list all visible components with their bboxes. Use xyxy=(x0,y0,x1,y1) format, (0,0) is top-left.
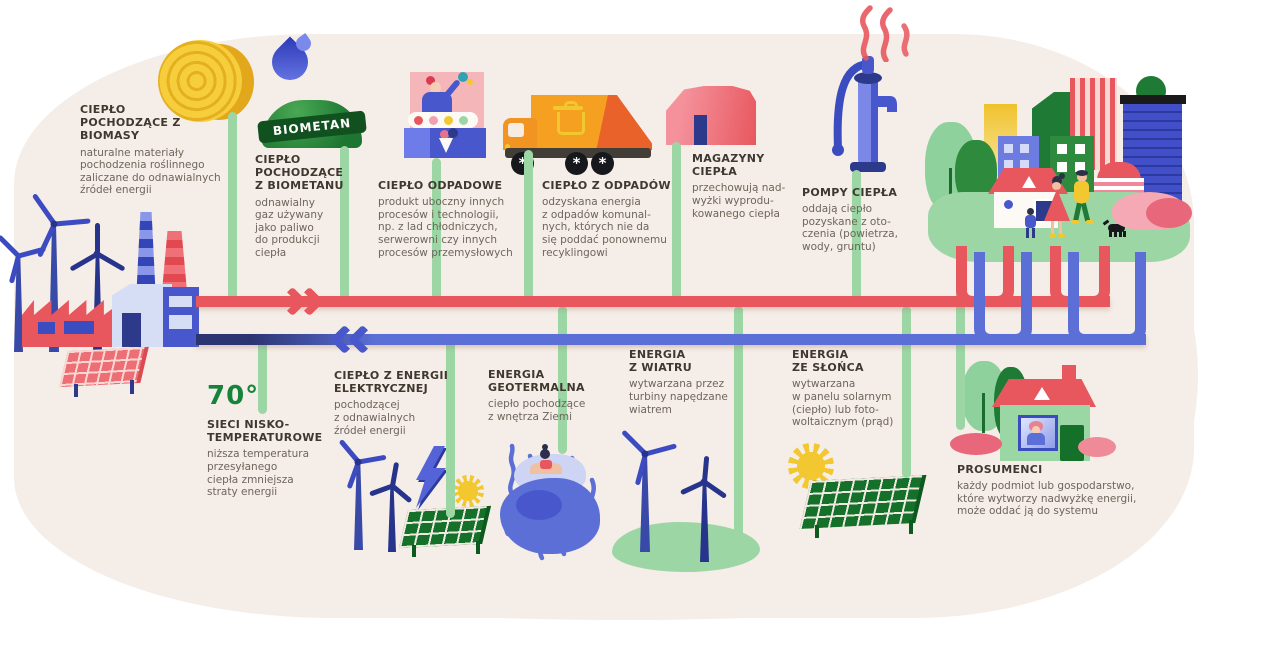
connector-storage xyxy=(672,142,681,302)
return-pipe-branch xyxy=(974,252,1032,345)
connector-biomass xyxy=(228,112,237,302)
truck-wheel-icon: * xyxy=(591,152,614,175)
truck-wheel-icon: * xyxy=(565,152,588,175)
pink-bush-icon xyxy=(1146,198,1192,228)
prosumer-house-icon xyxy=(950,353,1118,467)
section-title: PROSUMENCI xyxy=(957,463,1043,476)
label-geothermal: ENERGIA GEOTERMALNA ciepło pochodzące z … xyxy=(488,368,608,424)
striped-chimney-blue-icon xyxy=(136,212,156,302)
biomethane-tank-icon: BIOMETAN xyxy=(257,100,367,150)
section-title: MAGAZYNY CIEPŁA xyxy=(692,152,765,179)
label-low-temp-network: 70° SIECI NISKO- TEMPERATUROWE niższa te… xyxy=(207,383,337,499)
connector-geothermal xyxy=(558,306,567,454)
section-title: POMPY CIEPŁA xyxy=(802,186,898,199)
electric-energy-icons xyxy=(330,438,495,562)
section-title: CIEPŁO Z ODPADÓW xyxy=(542,179,671,192)
lightning-icon xyxy=(410,446,450,512)
city-illustration xyxy=(918,72,1196,267)
connector-electric xyxy=(446,340,455,518)
child-figure xyxy=(1023,208,1039,242)
sun-icon xyxy=(452,475,484,507)
section-desc: niższa temperatura przesyłanego ciepła z… xyxy=(207,448,310,499)
section-desc: odnawialny gaz używany jako paliwo do pr… xyxy=(255,196,324,259)
section-desc: wytwarzana przez turbiny napędzane wiatr… xyxy=(629,378,728,416)
garbage-truck-icon: * * * xyxy=(503,92,653,178)
connector-waste-heat xyxy=(432,158,441,302)
hay-bale-icon xyxy=(158,40,254,122)
heat-storage-building-icon xyxy=(666,86,756,145)
woman-figure xyxy=(1044,173,1070,242)
label-biomass: CIEPŁO POCHODZĄCE Z BIOMASY naturalne ma… xyxy=(80,103,230,197)
solar-panel-icon xyxy=(799,475,927,529)
supply-pipe-branch xyxy=(1050,246,1110,307)
section-desc: produkt uboczny innych procesów i techno… xyxy=(378,196,513,259)
section-title: CIEPŁO POCHODZĄCE Z BIOMASY xyxy=(80,103,181,143)
temperature-value: 70° xyxy=(207,381,260,411)
red-bush-icon xyxy=(1078,437,1116,457)
man-figure xyxy=(1071,170,1095,242)
label-heat-pumps: POMPY CIEPŁA oddają ciepło pozyskane z o… xyxy=(802,186,922,254)
label-electric-energy: CIEPŁO Z ENERGII ELEKTRYCZNEJ pochodzące… xyxy=(334,369,454,437)
factory-blue-building xyxy=(163,287,199,347)
return-pipe-dark-section xyxy=(196,334,376,345)
label-biomethane: CIEPŁO POCHODZĄCE Z BIOMETANU odnawialny… xyxy=(255,153,365,260)
label-waste-energy: CIEPŁO Z ODPADÓW odzyskana energia z odp… xyxy=(542,179,682,259)
red-bush-icon xyxy=(950,433,1002,455)
section-title: CIEPŁO Z ENERGII ELEKTRYCZNEJ xyxy=(334,369,449,396)
section-desc: pochodzącej z odnawialnych źródeł energi… xyxy=(334,399,416,437)
section-desc: oddają ciepło pozyskane z oto- czenia (p… xyxy=(802,203,898,253)
label-solar-energy: ENERGIA ZE SŁOŃCA wytwarzana w panelu so… xyxy=(792,348,912,429)
window-with-person xyxy=(1018,415,1058,451)
label-heat-storage: MAGAZYNY CIEPŁA przechowują nad- wyżki w… xyxy=(692,152,802,220)
connector-biomethane xyxy=(340,146,349,302)
connector-heat-pump xyxy=(852,170,861,302)
section-desc: przechowują nad- wyżki wyprodu- kowanego… xyxy=(692,182,786,220)
connector-solar xyxy=(902,306,911,478)
section-title: CIEPŁO POCHODZĄCE Z BIOMETANU xyxy=(255,153,344,193)
section-title: ENERGIA GEOTERMALNA xyxy=(488,368,585,395)
biometan-label: BIOMETAN xyxy=(272,115,352,139)
section-desc: każdy podmiot lub gospodarstwo, które wy… xyxy=(957,480,1137,518)
geothermal-icon xyxy=(498,442,604,567)
label-wind-energy: ENERGIA Z WIATRU wytwarzana przez turbin… xyxy=(629,348,749,416)
heat-waves-icon xyxy=(856,4,920,63)
factory-main-building xyxy=(112,284,172,347)
connector-wind xyxy=(734,306,743,550)
solar-energy-icons xyxy=(785,440,935,540)
section-title: CIEPŁO ODPADOWE xyxy=(378,179,503,192)
supply-pipe-branch xyxy=(956,246,1014,307)
section-desc: ciepło pochodzące z wnętrza Ziemi xyxy=(488,398,586,423)
supply-pipe xyxy=(196,296,1110,307)
water-pump-icon xyxy=(828,48,898,176)
connector-waste xyxy=(524,150,533,302)
section-title: SIECI NISKO- TEMPERATUROWE xyxy=(207,418,323,445)
section-title: ENERGIA ZE SŁOŃCA xyxy=(792,348,864,375)
label-waste-heat: CIEPŁO ODPADOWE produkt uboczny innych p… xyxy=(378,179,528,259)
section-desc: wytwarzana w panelu solarnym (ciepło) lu… xyxy=(792,378,894,429)
section-desc: naturalne materiały pochodzenia roślinne… xyxy=(80,146,221,197)
section-title: ENERGIA Z WIATRU xyxy=(629,348,692,375)
label-prosumers: PROSUMENCI każdy podmiot lub gospodarstw… xyxy=(957,463,1157,518)
gas-flame-icon xyxy=(264,30,316,100)
bather-figure xyxy=(528,444,568,484)
return-pipe-branch xyxy=(1068,252,1146,345)
red-solar-panel-icon xyxy=(59,346,149,388)
section-desc: odzyskana energia z odpadów komunal- nyc… xyxy=(542,196,667,259)
return-pipe xyxy=(196,334,1146,345)
refrigerated-counter-icon xyxy=(396,70,490,162)
connector-low-temp xyxy=(258,340,267,414)
